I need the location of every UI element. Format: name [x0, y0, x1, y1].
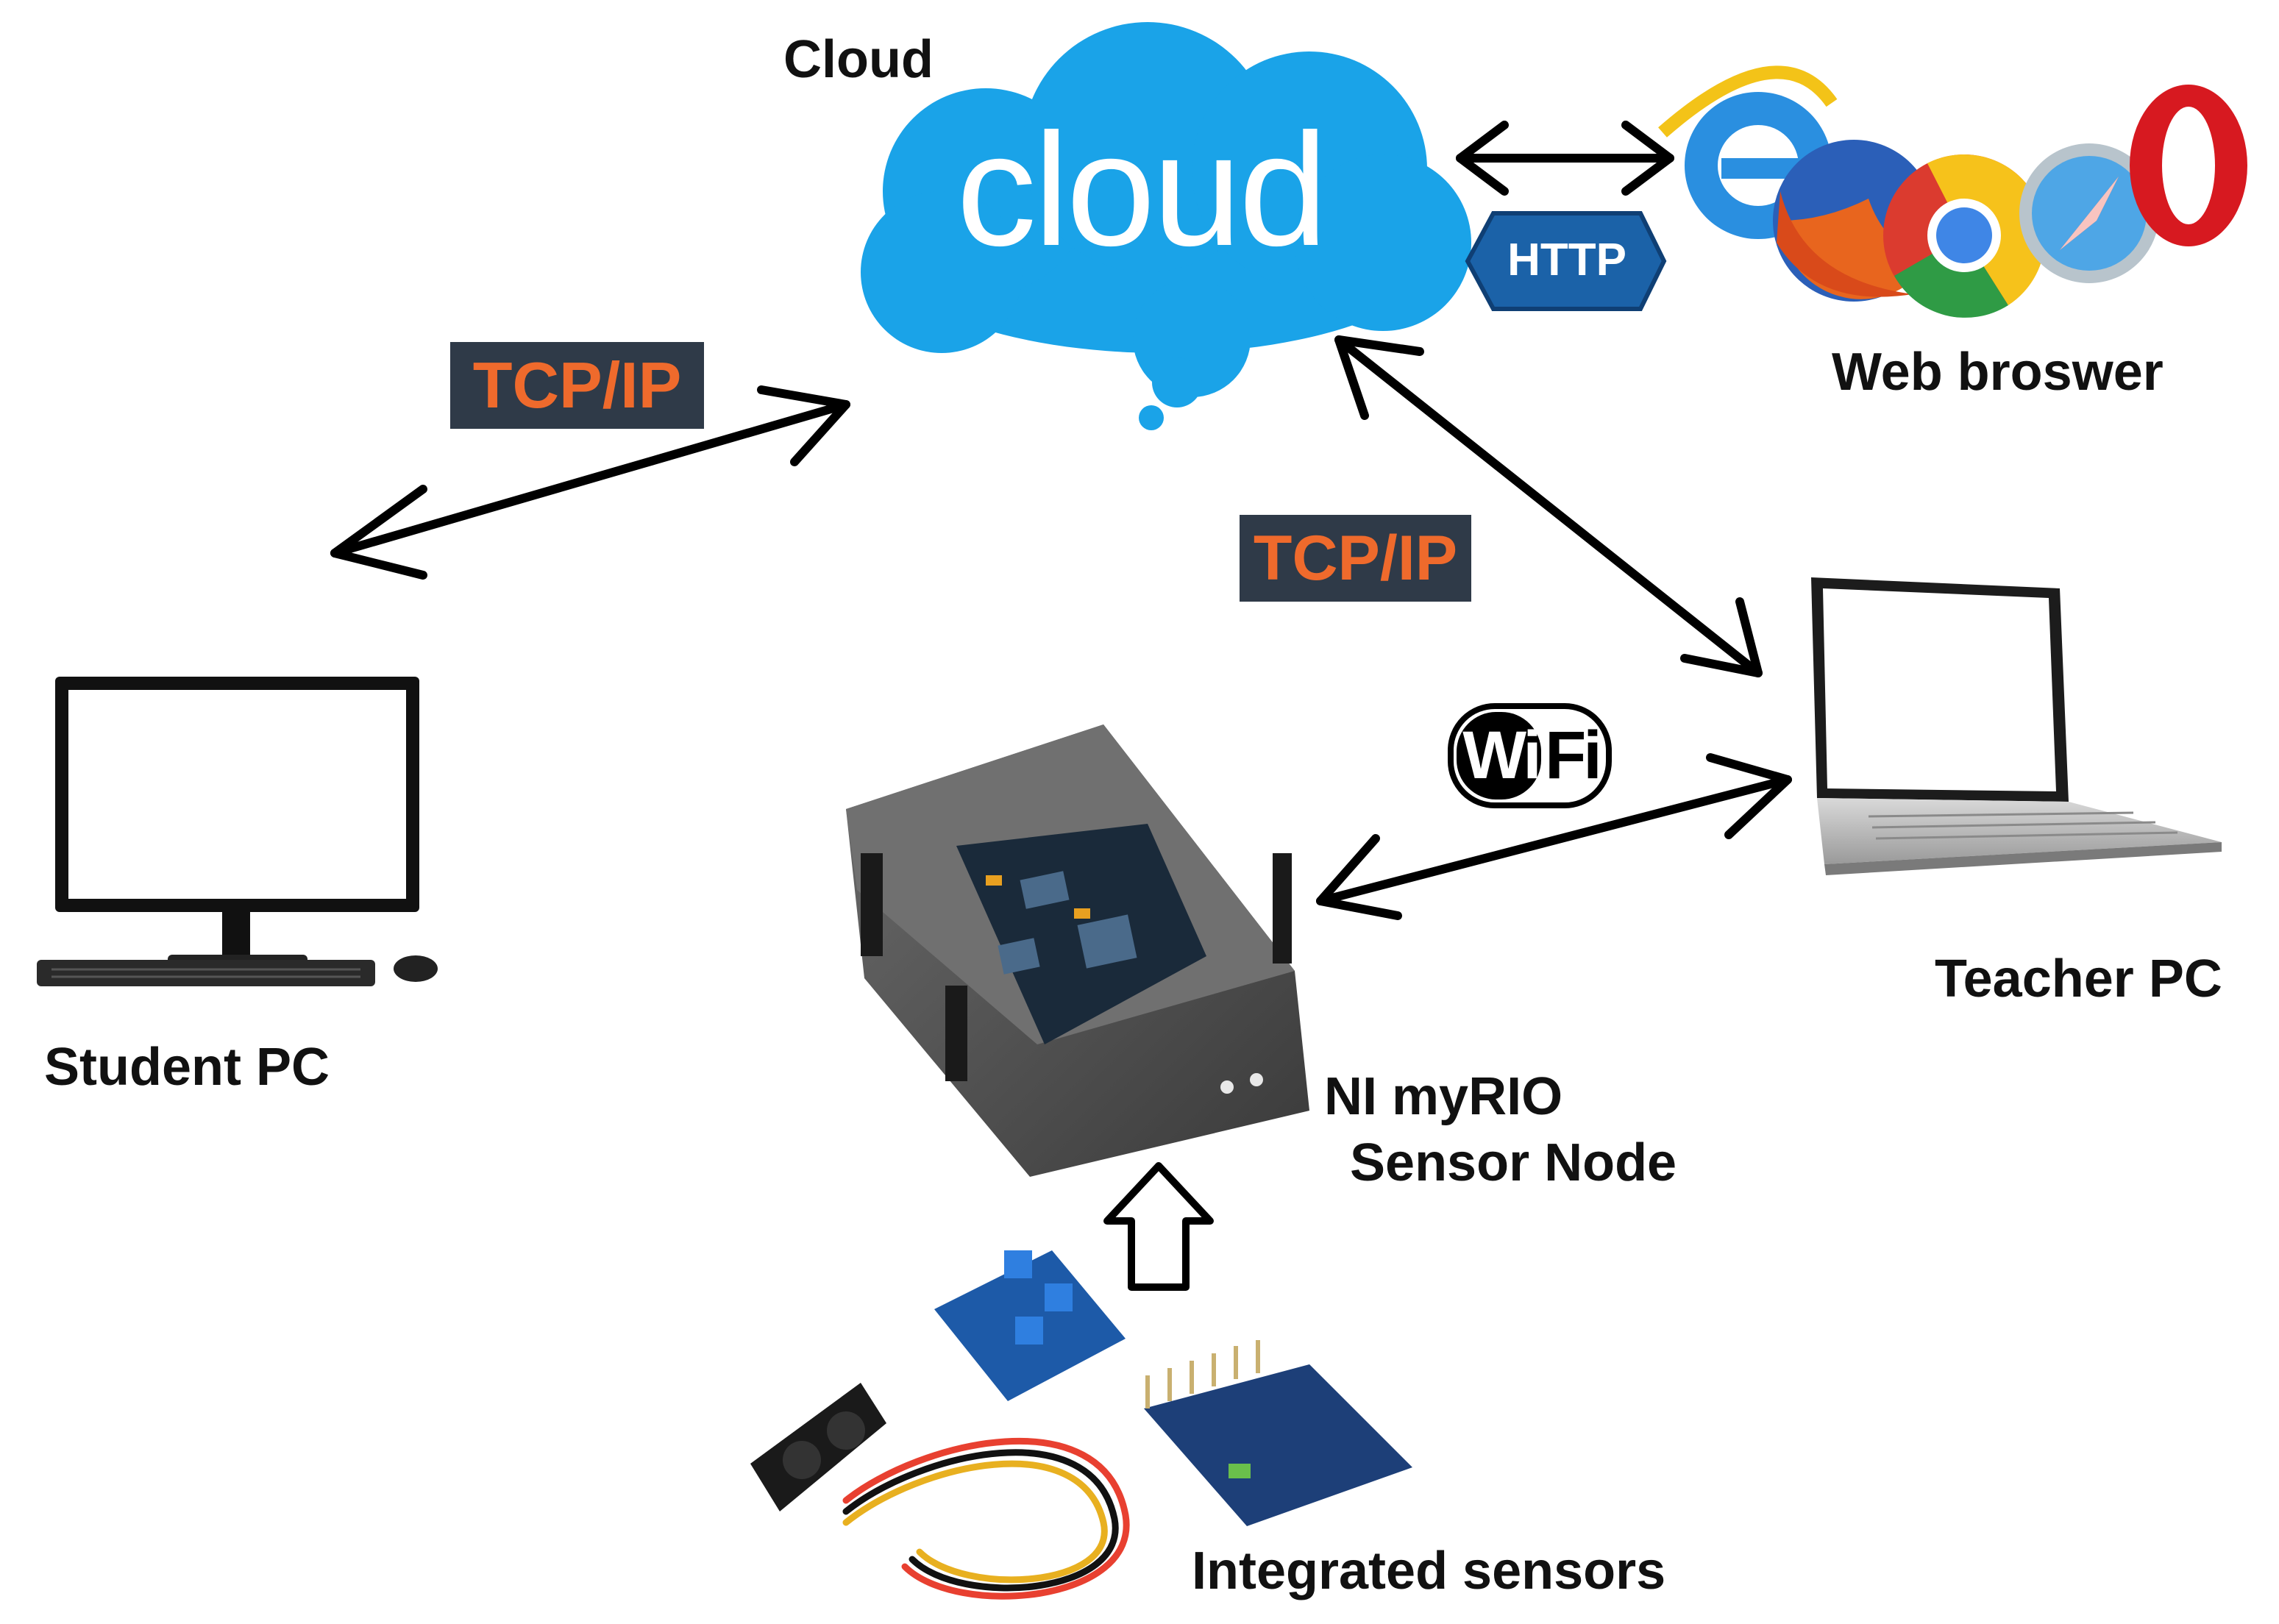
tcpip-tag-right: TCP/IP — [1240, 515, 1471, 602]
cloud-icon — [861, 22, 1471, 430]
student-pc-label: Student PC — [44, 1038, 330, 1097]
wifi-badge — [1448, 703, 1612, 808]
wifi-label-f: Fi — [1545, 718, 1602, 793]
http-badge — [1465, 211, 1667, 311]
teacher-pc-icon — [1811, 577, 2222, 875]
chrome-icon — [1883, 154, 2046, 318]
arrow-myrio-teacher — [1316, 753, 1792, 920]
myrio-label-line2: Sensor Node — [1350, 1133, 1677, 1192]
arrow-cloud-student — [330, 385, 850, 580]
teacher-pc-label: Teacher PC — [1935, 950, 2222, 1008]
opera-icon — [2130, 85, 2247, 246]
sensors-label: Integrated sensors — [1192, 1542, 1666, 1600]
myrio-label-line1: NI myRIO — [1324, 1067, 1563, 1126]
browser-icons — [1658, 65, 2247, 318]
cloud-title: Cloud — [783, 30, 934, 89]
arrow-cloud-browser — [1456, 121, 1674, 196]
sensors-icon — [750, 1250, 1412, 1600]
safari-icon — [2019, 143, 2159, 283]
arrow-cloud-teacher — [1334, 335, 1763, 677]
student-pc-icon — [37, 677, 438, 986]
myrio-device-icon — [846, 724, 1309, 1177]
http-label: HTTP — [1507, 235, 1626, 285]
web-browser-label: Web broswer — [1832, 343, 2164, 402]
tcpip-tag-left: TCP/IP — [450, 342, 704, 429]
arrow-sensors-myrio — [1103, 1162, 1214, 1291]
wifi-label-w: Wi — [1462, 718, 1542, 793]
cloud-word: cloud — [956, 101, 1328, 279]
